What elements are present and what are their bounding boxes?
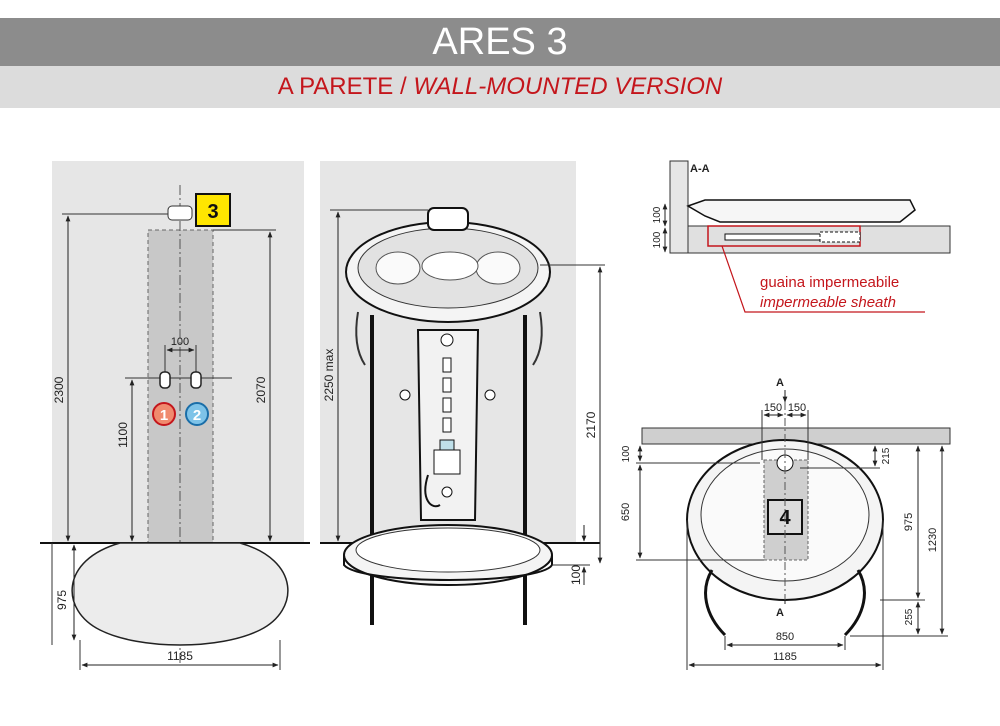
subtitle-separator: / [393,73,414,100]
tray-apron [343,555,553,581]
section-mark-bottom: A [776,607,784,619]
dim-1185-label: 1185 [167,649,193,663]
dim-2070-label: 2070 [254,376,268,403]
page-title: ARES 3 [432,21,568,63]
frame-arc-left [704,569,727,637]
subtitle-italian: A PARETE [277,73,394,100]
frame-arc-right [843,569,866,637]
jet [442,397,452,413]
dim-150-left-label: 150 [764,402,782,414]
front-elevation-view: 2250 max 2170 100 [320,161,605,625]
hot-inlet-label: 1 [160,407,168,424]
jet [442,357,452,373]
section-view: A-A 100 100 guaina impermeabile impermea… [652,160,951,313]
sheath-label-en: impermeable sheath [760,294,896,311]
canopy-light-left [375,251,421,285]
subtitle-bar: A PARETE / WALL-MOUNTED VERSION [0,66,1000,108]
control-panel [433,449,461,475]
dim-850-label: 850 [776,631,794,643]
dim-1100-label: 1100 [116,422,130,448]
marker-3-label: 3 [207,201,218,223]
column-knob [440,333,454,347]
dim-650-label: 650 [620,503,632,521]
frame-bracket [355,311,366,366]
subtitle-english: WALL-MOUNTED VERSION [413,73,723,100]
page-subtitle: A PARETE / WALL-MOUNTED VERSION [0,66,1000,108]
hot-tap [159,371,171,389]
dim-2250-label: 2250 max [322,349,336,402]
dim-100-label: 100 [171,336,189,348]
dim-150-right-label: 150 [788,402,806,414]
dim-100-bottom-label: 100 [652,231,663,248]
dim-2300-label: 2300 [52,376,66,403]
rain-head [421,251,479,281]
frame-bracket [532,311,543,366]
mixer-knob [441,486,453,498]
dim-1185-label: 1185 [773,651,797,663]
marker-3-box [195,193,231,227]
plan-view: 4 A A 150 150 215 100 650 975 1230 [620,377,951,670]
jet [442,417,452,433]
title-bar: ARES 3 [0,18,1000,66]
sheath-label-it: guaina impermeabile [760,274,899,291]
display [439,439,455,451]
tray-outline [71,542,289,646]
top-connector [427,207,469,231]
tray-section [686,199,916,223]
dim-1230-label: 1230 [927,528,939,552]
drain-fitting [819,231,861,243]
dim-100-top-label: 100 [652,206,663,223]
side-jet [399,389,411,401]
head-connector [167,205,193,221]
section-wall [669,160,689,254]
sheath-leader [721,245,925,313]
dim-tray-label: 100 [569,565,583,585]
dim-215-label: 215 [881,447,892,464]
cold-tap [190,371,202,389]
dim-975-label: 975 [903,513,915,531]
tray-inner [355,527,541,573]
section-mark-top: A [776,377,784,389]
cold-inlet-label: 2 [193,407,201,424]
side-jet [484,389,496,401]
canopy-light-right [475,251,521,285]
wall-elevation-view: 3 2300 2070 1100 100 1 2 975 1185 [40,161,310,670]
dim-255-label: 255 [904,608,915,625]
jet [442,377,452,393]
dim-975-label: 975 [55,590,69,610]
dim-100-label: 100 [621,445,632,462]
shower-hose [424,474,441,508]
hot-inlet-badge [152,402,176,426]
section-label: A-A [690,163,710,175]
cold-inlet-badge [185,402,209,426]
dim-2170-label: 2170 [584,411,598,438]
